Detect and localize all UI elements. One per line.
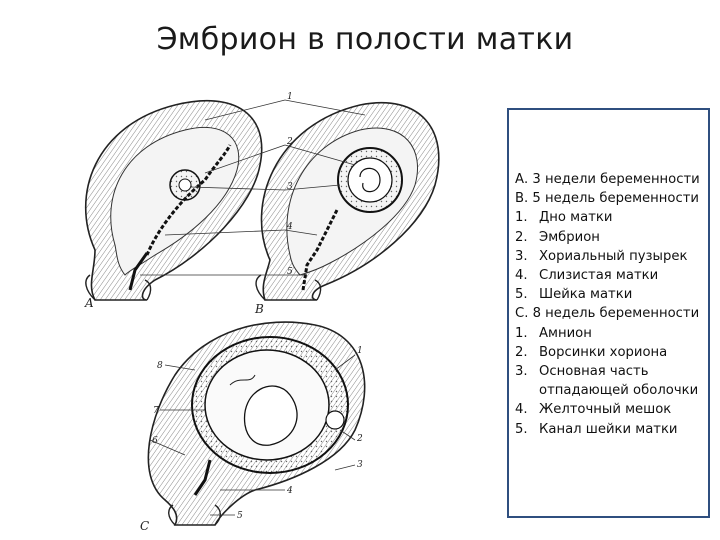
callout-label: 4: [286, 222, 293, 232]
callout-label: 2: [356, 434, 363, 444]
callout-label: 2: [286, 137, 293, 147]
uterus-b-drawing: [255, 102, 440, 301]
panel-label-a: A: [84, 296, 94, 310]
legend-item: 5.Шейка матки: [515, 287, 633, 303]
uterus-embryo-illustration: 1 2 3 4 5 1 2 3 4 5 6 7 8 A В С: [84, 92, 440, 533]
legend-box: А. 3 недели беременности В. 5 недель бер…: [507, 108, 710, 518]
legend-line: С. 8 недель беременности: [515, 306, 700, 322]
legend-item: 1.Амнион: [515, 325, 592, 341]
callout-label: 7: [153, 406, 159, 416]
legend-list: А. 3 недели беременности В. 5 недель бер…: [515, 170, 704, 439]
callout-label: 1: [357, 346, 363, 356]
panel-label-c: С: [140, 519, 149, 533]
callout-label: 8: [157, 361, 163, 371]
callout-label: 3: [357, 460, 363, 470]
callout-label: 3: [287, 182, 293, 192]
callout-label: 5: [287, 267, 293, 277]
legend-item: 1.Дно матки: [515, 210, 613, 226]
callout-label: 6: [152, 436, 158, 446]
uterus-a-drawing: [84, 100, 263, 301]
legend-item: 3.Основная часть: [515, 364, 649, 380]
callout-label: 5: [237, 511, 243, 521]
legend-item: 4.Слизистая матки: [515, 268, 659, 284]
callout-label: 4: [286, 486, 293, 496]
leader-lines: [140, 99, 366, 516]
legend-line: В. 5 недель беременности: [515, 191, 699, 207]
legend-line: А. 3 недели беременности: [515, 172, 700, 187]
legend-item: 5.Канал шейки матки: [515, 421, 678, 437]
panel-label-b: В: [254, 302, 264, 316]
callout-label: 1: [287, 92, 293, 102]
legend-item: 2.Ворсинки хориона: [515, 344, 668, 360]
legend-item-continuation: отпадающей оболочки: [539, 383, 699, 399]
page-title: Эмбрион в полости матки: [156, 22, 574, 57]
legend-item: 4.Желточный мешок: [515, 402, 672, 418]
legend-item: 2.Эмбрион: [515, 229, 600, 245]
uterus-c-drawing: [147, 321, 366, 526]
legend-item: 3.Хориальный пузырек: [515, 248, 688, 264]
